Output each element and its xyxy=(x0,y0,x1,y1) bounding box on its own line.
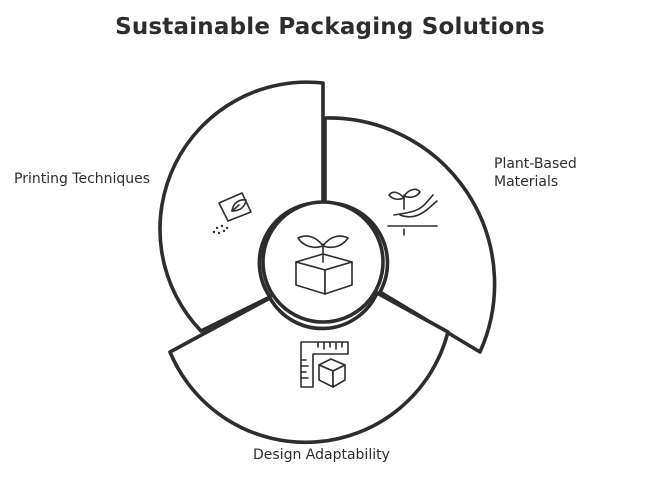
segment-plant-based-materials xyxy=(323,116,497,354)
sprout-box-icon xyxy=(295,235,353,295)
diagram-title: Sustainable Packaging Solutions xyxy=(115,14,545,40)
ruler-cube-icon xyxy=(300,341,349,388)
segment-label-printing-techniques: Printing Techniques xyxy=(14,171,151,187)
printed-leaf-label-icon xyxy=(212,192,252,235)
segment-label-plant-based-materials: Plant-Based Materials xyxy=(494,156,577,190)
sprout-hand-icon xyxy=(387,188,438,236)
segment-label-design-adaptability: Design Adaptability xyxy=(253,447,390,463)
